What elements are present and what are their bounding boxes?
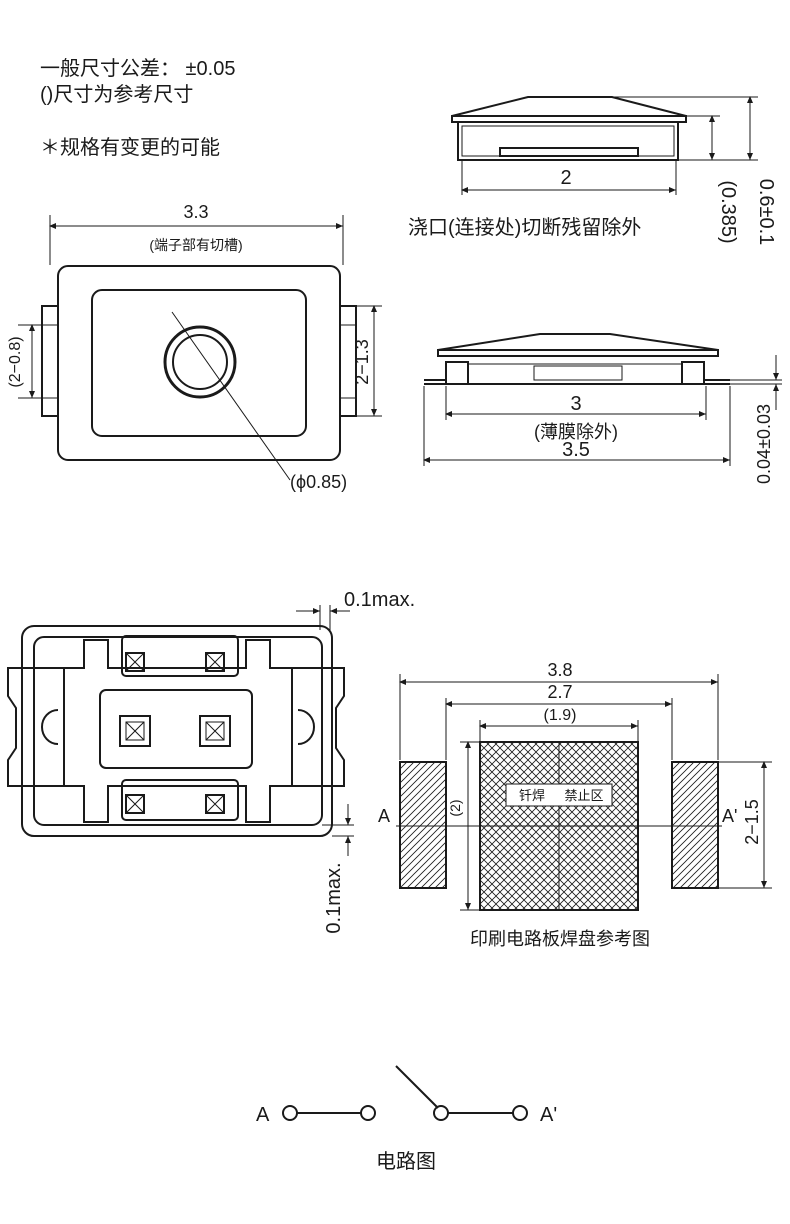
circuit-label-a: A — [256, 1104, 270, 1126]
pcb-label-a: A — [378, 806, 390, 826]
side1-length: 2 — [560, 167, 571, 189]
side-view-1: 2 (0.385) 0.6±0.1 浇口(连接处)切断残留除外 — [408, 96, 777, 246]
pcb-right-pad — [671, 761, 719, 889]
side2-film: 3 — [570, 393, 581, 415]
bottom-pad-marks — [119, 652, 231, 814]
top-diameter-label: (ϕ0.85) — [290, 472, 347, 492]
pcb-left-pad — [399, 761, 447, 889]
bottom-top-max: 0.1max. — [344, 589, 415, 611]
top-right-dim: 2−1.3 — [352, 339, 372, 385]
side1-sub-height: (0.385) — [717, 180, 739, 243]
bottom-view: 0.1max. 0.1max. — [7, 589, 415, 934]
pcb-left-height: (2) — [447, 799, 463, 816]
pcb-no-solder: 钎焊 — [519, 788, 545, 803]
pcb-caption: 印刷电路板焊盘参考图 — [470, 929, 650, 949]
pcb-label-a2: A' — [722, 806, 737, 826]
top-width-label: 3.3 — [183, 202, 208, 222]
side-view-2: 3 (薄膜除外) 3.5 0.04±0.03 — [423, 333, 782, 484]
note-tolerance: 一般尺寸公差： ±0.05 — [40, 57, 235, 80]
side1-height: 0.6±0.1 — [755, 179, 777, 246]
side2-overall: 3.5 — [562, 439, 590, 461]
pcb-overall: 3.8 — [547, 660, 572, 680]
pcb-inner: (1.9) — [544, 707, 577, 724]
side2-thickness: 0.04±0.03 — [754, 404, 774, 484]
side2-film-note: (薄膜除外) — [534, 422, 618, 442]
bottom-bottom-max: 0.1max. — [323, 862, 345, 933]
pcb-mid: 2.7 — [547, 682, 572, 702]
pcb-land-pattern: 3.8 2.7 (1.9) 钎焊 禁止区 A A' (2) 2−1.5 印刷电路… — [378, 660, 772, 949]
note-change: ＊规格有变更的可能 — [40, 136, 220, 159]
pcb-no-solder-2: 禁止区 — [564, 788, 603, 803]
top-width-note: (端子部有切槽) — [149, 237, 242, 253]
circuit-diagram: A A' 电路图 — [256, 1065, 557, 1173]
circuit-caption: 电路图 — [376, 1150, 436, 1173]
side1-note: 浇口(连接处)切断残留除外 — [408, 216, 641, 239]
top-left-dim: (2−0.8) — [7, 336, 24, 387]
note-reference: ()尺寸为参考尺寸 — [40, 83, 193, 106]
top-view: 3.3 (端子部有切槽) (ϕ0.85) (2−0.8) 2−1.3 — [7, 202, 382, 492]
pcb-right-height: 2−1.5 — [742, 799, 762, 845]
circuit-label-a2: A' — [540, 1104, 557, 1126]
